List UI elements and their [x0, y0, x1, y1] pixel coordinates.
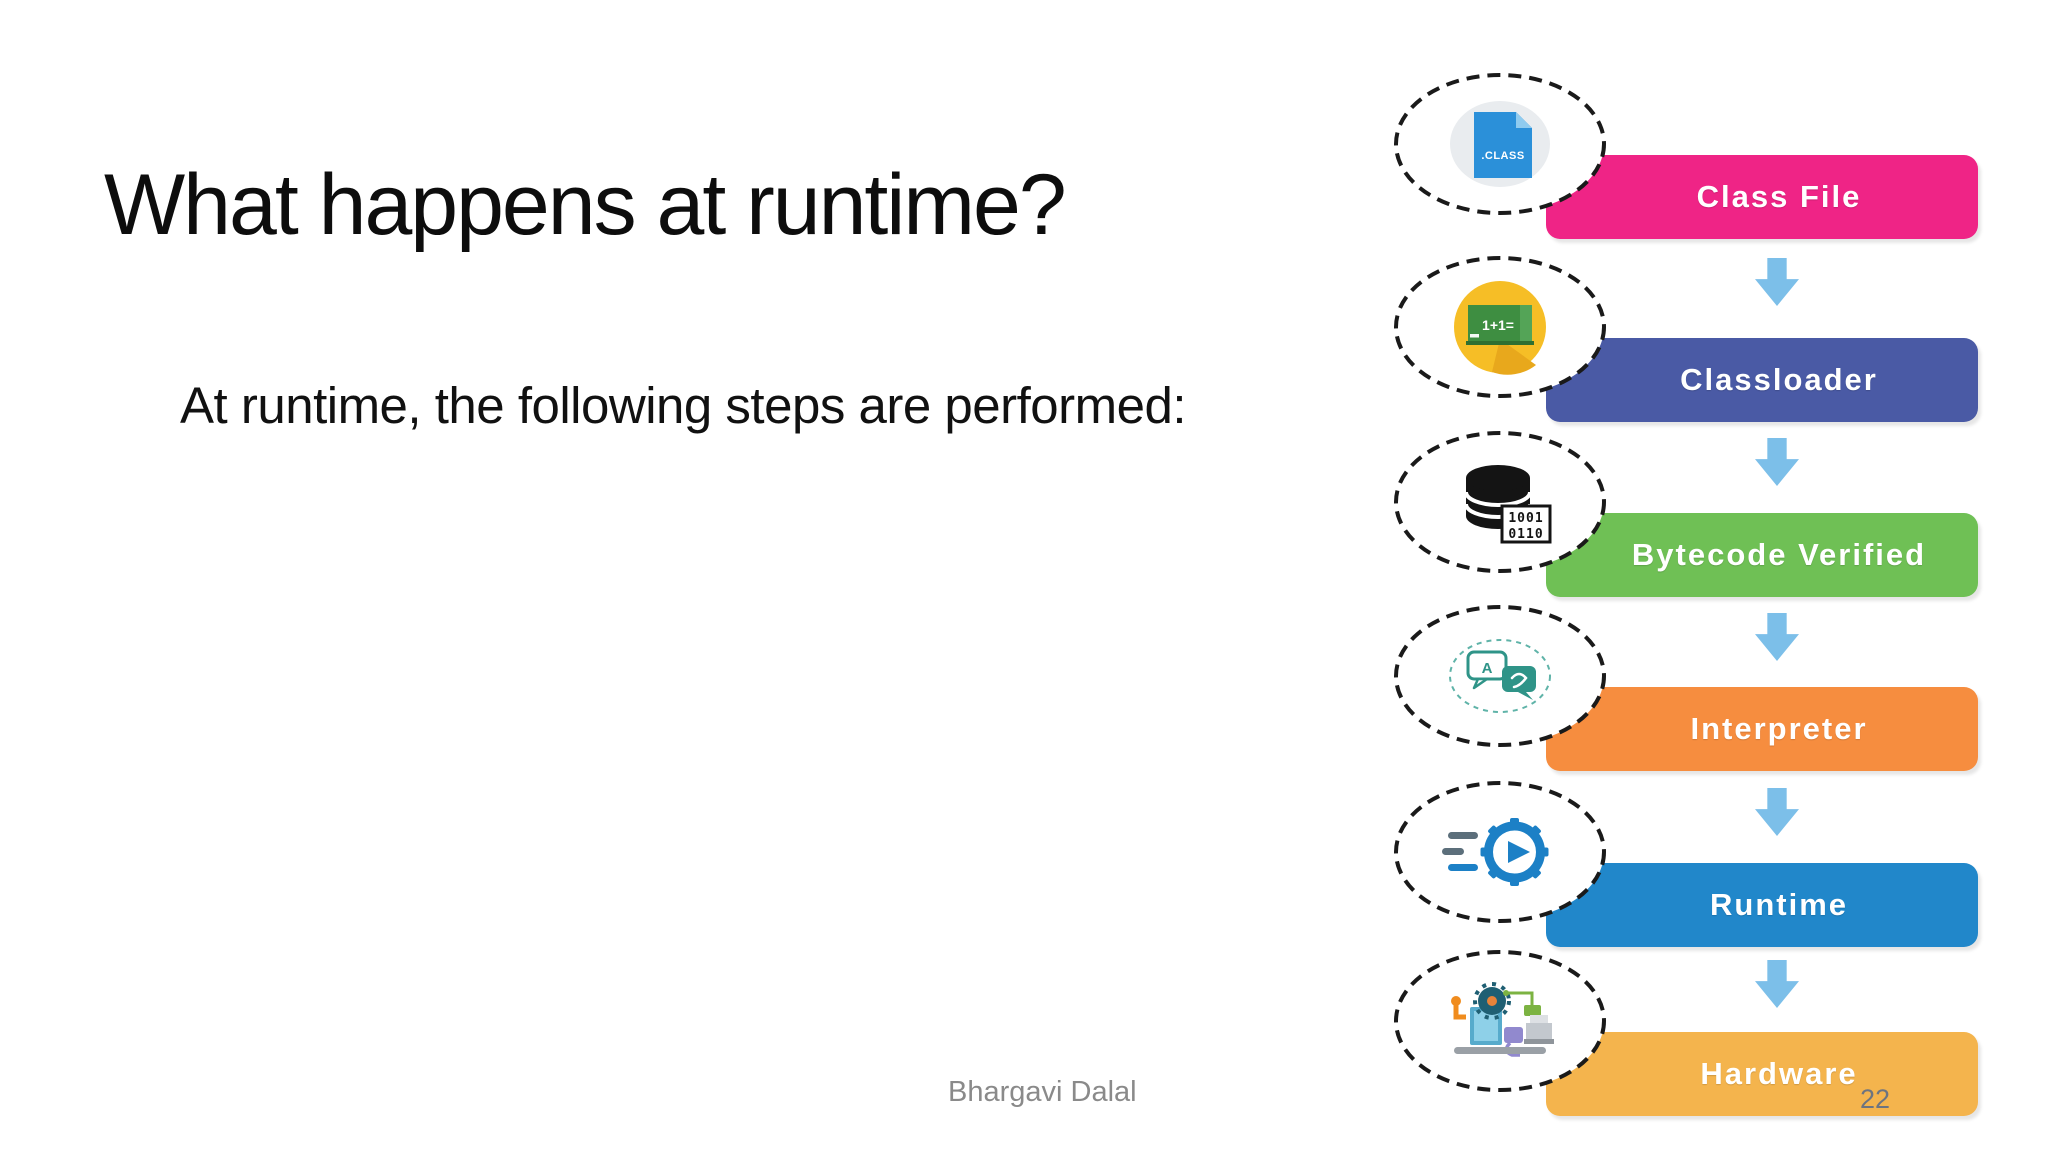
- step-banner-hardware: Hardware: [1546, 1032, 1978, 1116]
- step-circle-classloader: 1+1=: [1392, 254, 1608, 400]
- flow-down-arrow: [1755, 438, 1799, 486]
- step-circle-interpreter: A: [1392, 603, 1608, 749]
- flow-down-arrow: [1755, 258, 1799, 306]
- class-file-icon-text: .CLASS: [1481, 150, 1524, 162]
- step-circle-class-file: .CLASS: [1392, 71, 1608, 217]
- slide-title: What happens at runtime?: [104, 157, 1067, 253]
- translation-icon-text: A: [1482, 660, 1493, 677]
- step-banner-class-file: Class File: [1546, 155, 1978, 239]
- chalkboard-icon: 1+1=: [1454, 281, 1546, 375]
- page-number: 22: [1860, 1084, 1891, 1114]
- flow-down-arrow: [1755, 613, 1799, 661]
- step-banner-interpreter: Interpreter: [1546, 687, 1978, 771]
- step-label-interpreter: Interpreter: [1690, 711, 1868, 746]
- step-label-class-file: Class File: [1696, 179, 1862, 214]
- step-banner-bytecode-verified: Bytecode Verified: [1546, 513, 1978, 597]
- translation-icon: A: [1449, 639, 1551, 713]
- step-circle-hardware: [1392, 948, 1608, 1094]
- slide-subtitle: At runtime, the following steps are perf…: [180, 377, 1187, 434]
- step-banner-classloader: Classloader: [1546, 338, 1978, 422]
- binary-text-line2: 0110: [1508, 527, 1543, 542]
- flow-down-arrow: [1755, 788, 1799, 836]
- gear-play-icon: [1442, 818, 1549, 886]
- step-circle-runtime: [1392, 779, 1608, 925]
- step-circle-bytecode-verified: 1001 0110: [1392, 429, 1608, 575]
- database-icon: 1001 0110: [1464, 465, 1552, 544]
- flow-down-arrow: [1755, 960, 1799, 1008]
- footer-author: Bhargavi Dalal: [948, 1076, 1137, 1108]
- step-banner-runtime: Runtime: [1546, 863, 1978, 947]
- class-file-icon: .CLASS: [1450, 101, 1550, 187]
- step-label-classloader: Classloader: [1680, 362, 1878, 397]
- binary-text-line1: 1001: [1508, 511, 1543, 526]
- step-label-bytecode-verified: Bytecode Verified: [1631, 537, 1927, 572]
- computer-hardware-icon: [1451, 982, 1554, 1057]
- step-label-hardware: Hardware: [1700, 1056, 1858, 1091]
- chalkboard-icon-text: 1+1=: [1482, 317, 1514, 333]
- step-label-runtime: Runtime: [1710, 887, 1848, 922]
